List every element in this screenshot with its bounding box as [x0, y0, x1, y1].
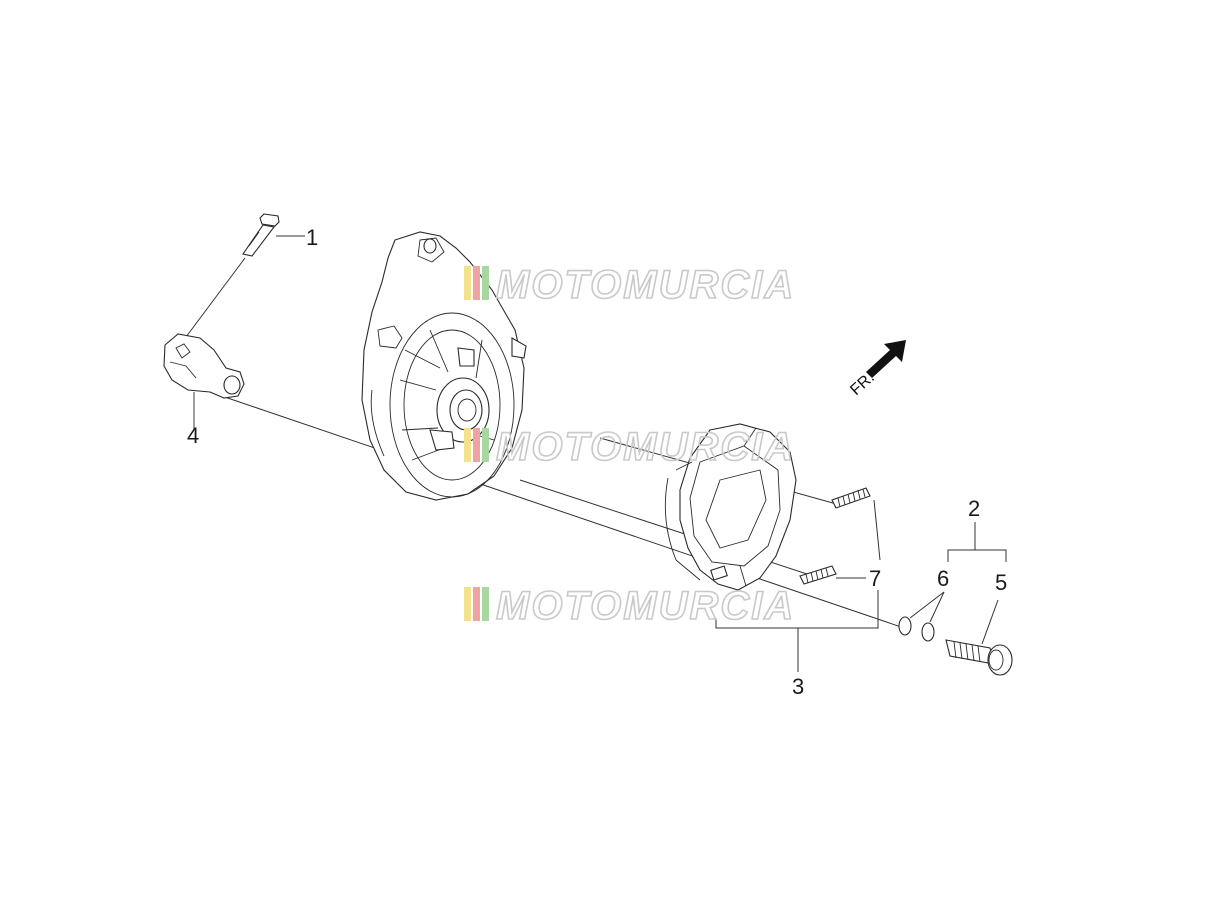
o-rings-part [898, 616, 935, 642]
brake-lever-part [163, 333, 245, 430]
callout-4: 4 [187, 423, 199, 448]
cam-shaft-part [945, 639, 1013, 676]
callout-1: 1 [306, 225, 318, 250]
front-direction-arrow: FR. [847, 340, 906, 399]
arrow-icon [866, 340, 906, 378]
callout-7: 7 [869, 566, 881, 591]
bolt-part [242, 213, 280, 257]
callout-2: 2 [968, 496, 980, 521]
watermark-text: MOTOMURCIA [496, 425, 795, 469]
watermark-text: MOTOMURCIA [496, 584, 795, 628]
leader-lines [276, 235, 1007, 672]
watermark-bottom: MOTOMURCIA [464, 583, 795, 629]
callout-5: 5 [995, 570, 1007, 595]
spring-upper [831, 487, 871, 509]
watermark-top: MOTOMURCIA [464, 262, 795, 308]
watermark-middle: MOTOMURCIA [464, 424, 795, 470]
callout-6: 6 [937, 566, 949, 591]
brake-shoes-part [664, 423, 797, 591]
callout-3: 3 [792, 674, 804, 699]
callouts: 1 2 3 4 5 6 7 [187, 225, 1007, 699]
watermark-text: MOTOMURCIA [496, 263, 795, 307]
spring-lower [799, 565, 837, 585]
